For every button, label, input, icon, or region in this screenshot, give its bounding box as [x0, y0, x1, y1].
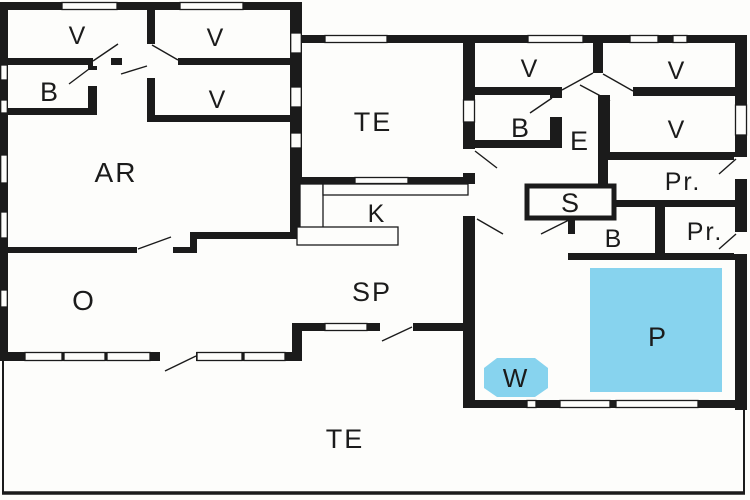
room-label-k: K: [368, 200, 387, 228]
room-label-b1: B: [511, 113, 531, 143]
room-label-w: W: [503, 363, 530, 393]
room-label-o: O: [72, 285, 96, 316]
room-label-pr1: Pr.: [665, 168, 702, 196]
room-label-te-bottom: TE: [326, 424, 365, 454]
room-labels-layer: V V B V AR O TE K SP TE V V B E V Pr. S …: [40, 22, 724, 454]
room-label-sp: SP: [352, 277, 392, 307]
kitchen-counters: [296, 183, 469, 246]
room-label-s: S: [561, 188, 581, 218]
room-label-v1: V: [69, 22, 88, 50]
room-label-b2: B: [605, 225, 624, 253]
room-label-v3: V: [209, 86, 228, 114]
water-features: [484, 268, 722, 397]
pool: [590, 268, 722, 392]
room-label-v4: V: [521, 55, 540, 83]
room-label-v5: V: [668, 57, 687, 85]
whirlpool: [484, 358, 548, 397]
room-label-e: E: [570, 126, 590, 156]
storage-box: [524, 183, 617, 221]
room-label-b-left: B: [40, 77, 60, 107]
room-label-ar: AR: [95, 157, 138, 188]
room-label-te-mid: TE: [354, 107, 393, 137]
room-label-v6: V: [668, 116, 687, 144]
room-label-v2: V: [207, 24, 226, 52]
door-openings-layer: [87, 57, 748, 362]
terrace-outline: [2, 361, 745, 495]
room-label-p: P: [648, 322, 668, 352]
room-label-pr2: Pr.: [687, 218, 724, 246]
door-swings-layer: [68, 43, 737, 372]
